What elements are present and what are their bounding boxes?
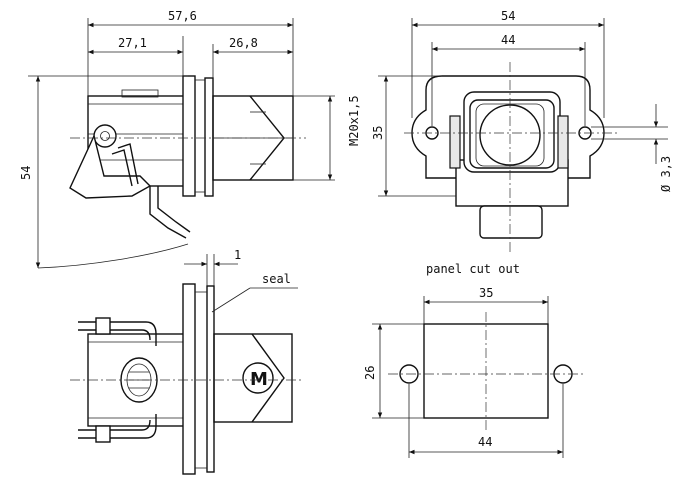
dim-front-width: 54 bbox=[501, 9, 515, 23]
top-bracket-upper bbox=[78, 321, 157, 346]
top-bracket-lower bbox=[78, 414, 157, 439]
dim-cutout-hole-spacing: 44 bbox=[478, 435, 492, 449]
side-seal bbox=[204, 77, 214, 197]
dim-side-left-width: 27,1 bbox=[118, 36, 147, 50]
front-latch-left bbox=[449, 115, 461, 169]
top-seal bbox=[206, 285, 215, 473]
dim-side-total-width: 57,6 bbox=[168, 9, 197, 23]
dim-hole-diameter: Ø 3,3 bbox=[659, 156, 673, 192]
dim-cutout-width: 35 bbox=[479, 286, 493, 300]
cutout-rectangle bbox=[423, 323, 549, 419]
dim-front-height: 35 bbox=[371, 126, 385, 140]
top-view: M bbox=[70, 283, 304, 475]
side-top-latch bbox=[121, 89, 159, 98]
top-dimensions: 1 seal bbox=[184, 248, 298, 313]
dim-cutout-height: 26 bbox=[363, 366, 377, 380]
dim-seal-thickness: 1 bbox=[234, 248, 241, 262]
locking-lever bbox=[69, 133, 152, 199]
top-gland-body bbox=[213, 333, 293, 423]
front-latch-right bbox=[557, 115, 569, 169]
dim-side-right-width: 26,8 bbox=[229, 36, 258, 50]
front-gland-stub bbox=[479, 205, 543, 239]
label-seal: seal bbox=[262, 272, 291, 286]
front-flange-outline bbox=[411, 75, 605, 179]
front-dimensions: 54 44 35 Ø 3,3 bbox=[371, 9, 673, 197]
dim-side-height: 54 bbox=[19, 166, 33, 180]
dim-front-hole-spacing: 44 bbox=[501, 33, 515, 47]
dim-thread: M20x1,5 bbox=[347, 95, 361, 146]
logo-circle bbox=[242, 362, 274, 394]
logo-letter: M bbox=[250, 369, 268, 390]
lever-pivot bbox=[93, 124, 117, 148]
side-flange-front bbox=[182, 75, 196, 197]
label-panel-cut-out: panel cut out bbox=[426, 262, 520, 276]
top-flange-front bbox=[182, 283, 196, 475]
front-view bbox=[404, 62, 620, 252]
side-clip bbox=[149, 186, 187, 239]
side-dimensions: 57,6 27,1 26,8 54 M20x1,5 bbox=[19, 9, 361, 269]
side-view bbox=[69, 75, 306, 239]
panel-cutout-view: panel cut out 35 26 44 bbox=[363, 262, 584, 458]
